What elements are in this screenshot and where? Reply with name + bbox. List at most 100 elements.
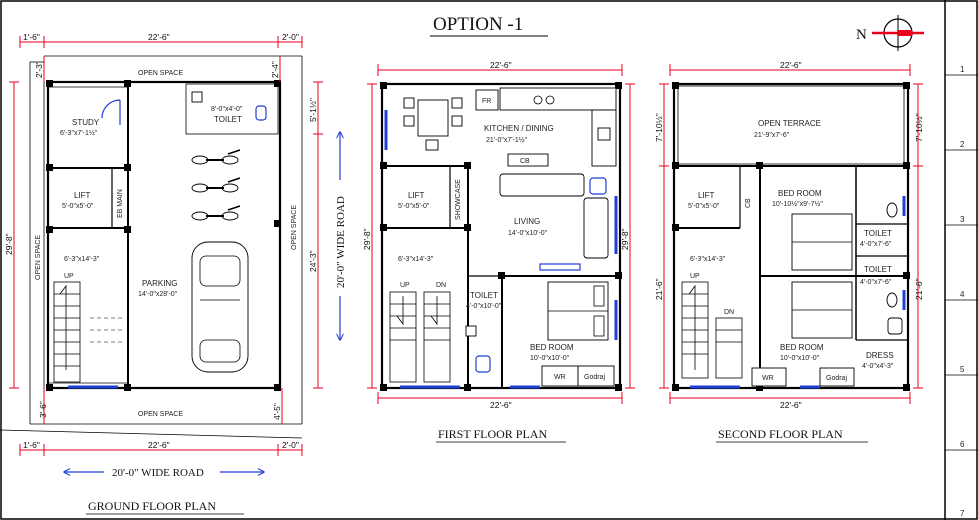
ground-dim-bot-left: 1'-6" xyxy=(23,440,40,450)
first-godrej-label: Godraj xyxy=(584,374,605,381)
first-dim-bottom: 22'-6" xyxy=(490,400,512,410)
ground-open-space-right: OPEN SPACE xyxy=(291,205,298,250)
ground-open-space-top: OPEN SPACE xyxy=(138,70,183,77)
first-dn-label: DN xyxy=(436,282,446,289)
first-bedroom-size: 10'-0"x10'-0" xyxy=(530,355,570,362)
car xyxy=(191,241,249,373)
first-stair-size: 6'-3"x14'-3" xyxy=(398,256,434,263)
ground-stair-size: 6'-3"x14'-3" xyxy=(64,256,100,263)
second-dim-right-top: 7'-10½" xyxy=(914,113,924,142)
first-toilet-label: TOILET xyxy=(470,291,498,300)
first-dim-left: 29'-8" xyxy=(362,228,372,250)
ground-dim-left-top: 2'-3" xyxy=(34,61,44,78)
second-godrej-label: Godraj xyxy=(826,375,847,382)
ground-open-space-bottom: OPEN SPACE xyxy=(138,411,183,418)
ground-dim-right-top: 2'-4" xyxy=(270,61,280,78)
second-bedroom1-label: BED ROOM xyxy=(778,189,822,198)
ground-dim-left-total: 29'-8" xyxy=(4,233,14,255)
grid-number-5: 5 xyxy=(960,365,965,374)
second-floor-plan: 22'-6" OPEN TERRACE 21'-9"x7'-6" LIFT 5'… xyxy=(654,60,924,443)
ground-toilet-label: TOILET xyxy=(214,115,242,124)
ground-study-size: 6'-3"x7'-1½" xyxy=(60,129,98,137)
first-bedroom-label: BED ROOM xyxy=(530,343,574,352)
second-terrace-size: 21'-9"x7'-6" xyxy=(754,132,790,139)
second-bedroom1-size: 10'-10½"x9'-7½" xyxy=(772,200,823,208)
first-toilet-size: 4'-0"x10'-0" xyxy=(466,303,502,310)
first-lift-label: LIFT xyxy=(408,191,425,200)
first-showcase-label: SHOWCASE xyxy=(455,179,462,220)
second-dress-label: DRESS xyxy=(866,351,894,360)
second-dim-bottom: 22'-6" xyxy=(780,400,802,410)
first-floor-caption: FIRST FLOOR PLAN xyxy=(438,427,547,441)
second-bedroom2-size: 10'-0"x10'-0" xyxy=(780,355,820,362)
second-wr-label: WR xyxy=(762,375,774,382)
ground-study-label: STUDY xyxy=(72,118,100,127)
ground-lift-size: 5'-0"x5'-0" xyxy=(62,203,94,210)
second-bedroom2-label: BED ROOM xyxy=(780,343,824,352)
second-up-label: UP xyxy=(690,273,700,280)
drawing-title: OPTION -1 xyxy=(433,14,523,35)
grid-number-4: 4 xyxy=(960,290,965,299)
ground-dim-bot-mid: 22'-6" xyxy=(148,440,170,450)
first-kitchen-label: KITCHEN / DINING xyxy=(484,124,554,133)
second-toilet1-label: TOILET xyxy=(864,229,892,238)
ground-parking-label: PARKING xyxy=(142,279,177,288)
ground-dim-right-mid2: 24'-3" xyxy=(308,250,318,272)
second-staircase xyxy=(681,281,743,379)
bikes xyxy=(191,149,241,221)
first-wr-label: WR xyxy=(554,374,566,381)
first-living-label: LIVING xyxy=(514,217,540,226)
second-dim-top: 22'-6" xyxy=(780,60,802,70)
second-dim-right-bot: 21'-6" xyxy=(914,278,924,300)
second-dim-left-top: 7'-10½" xyxy=(654,113,664,142)
grid-ruler: 1 2 3 4 5 6 7 xyxy=(945,65,978,518)
ground-dim-top-right: 2'-0" xyxy=(282,32,299,42)
north-label: N xyxy=(856,27,867,43)
second-lift-label: LIFT xyxy=(698,191,715,200)
second-cb-label: CB xyxy=(745,198,752,208)
second-dim-left-bot: 21'-6" xyxy=(654,278,664,300)
first-cb-label: CB xyxy=(520,158,530,165)
first-floor-plan: 22'-6" FR CB KITCHEN / DINI xyxy=(362,60,635,443)
second-floor-caption: SECOND FLOOR PLAN xyxy=(718,427,843,441)
second-stair-size: 6'-3"x14'-3" xyxy=(690,256,726,263)
north-arrow: N xyxy=(856,15,924,51)
first-up-label: UP xyxy=(400,282,410,289)
ground-dim-right-mid1: 5'-1½" xyxy=(308,98,318,122)
ground-floor-plan: 1'-6" 22'-6" 2'-0" xyxy=(0,32,347,515)
second-toilet2-label: TOILET xyxy=(864,265,892,274)
ground-dim-top-left: 1'-6" xyxy=(23,32,40,42)
first-kitchen-size: 21'-0"x7'-1½" xyxy=(486,136,528,144)
ground-up-label: UP xyxy=(64,273,74,280)
first-fr-label: FR xyxy=(482,98,491,105)
ground-parking-size: 14'-0"x28'-0" xyxy=(138,291,178,298)
second-dress-size: 4'-0"x4'-3" xyxy=(862,363,894,370)
ground-dim-left-bot: 3'-6" xyxy=(38,401,48,418)
grid-number-3: 3 xyxy=(960,215,965,224)
first-dim-right: 29'-8" xyxy=(620,228,630,250)
second-lift-size: 5'-0"x5'-0" xyxy=(688,203,720,210)
ground-dim-top-mid: 22'-6" xyxy=(148,32,170,42)
grid-number-7: 7 xyxy=(960,509,965,518)
grid-number-1: 1 xyxy=(960,65,965,74)
ground-dim-bot-right: 2'-0" xyxy=(282,440,299,450)
first-dim-top: 22'-6" xyxy=(490,60,512,70)
ground-dim-right-bot: 4'-5" xyxy=(272,403,282,420)
ground-floor-caption: GROUND FLOOR PLAN xyxy=(88,499,216,513)
ground-road-label: 20'-0" WIDE ROAD xyxy=(112,467,204,479)
second-dn-label: DN xyxy=(724,309,734,316)
first-lift-size: 5'-0"x5'-0" xyxy=(398,203,430,210)
grid-number-2: 2 xyxy=(960,140,965,149)
ground-eb-main-label: EB MAIN xyxy=(117,189,124,218)
ground-staircase xyxy=(53,281,124,383)
second-toilet2-size: 4'-0"x7'-6" xyxy=(860,279,892,286)
ground-side-road-label: 20'-0" WIDE ROAD xyxy=(335,196,347,288)
second-toilet1-size: 4'-0"x7'-6" xyxy=(860,241,892,248)
first-living-size: 14'-0"x10'-0" xyxy=(508,230,548,237)
second-terrace-label: OPEN TERRACE xyxy=(758,119,821,128)
ground-open-space-left: OPEN SPACE xyxy=(35,235,42,280)
grid-number-6: 6 xyxy=(960,440,965,449)
ground-lift-label: LIFT xyxy=(74,191,91,200)
